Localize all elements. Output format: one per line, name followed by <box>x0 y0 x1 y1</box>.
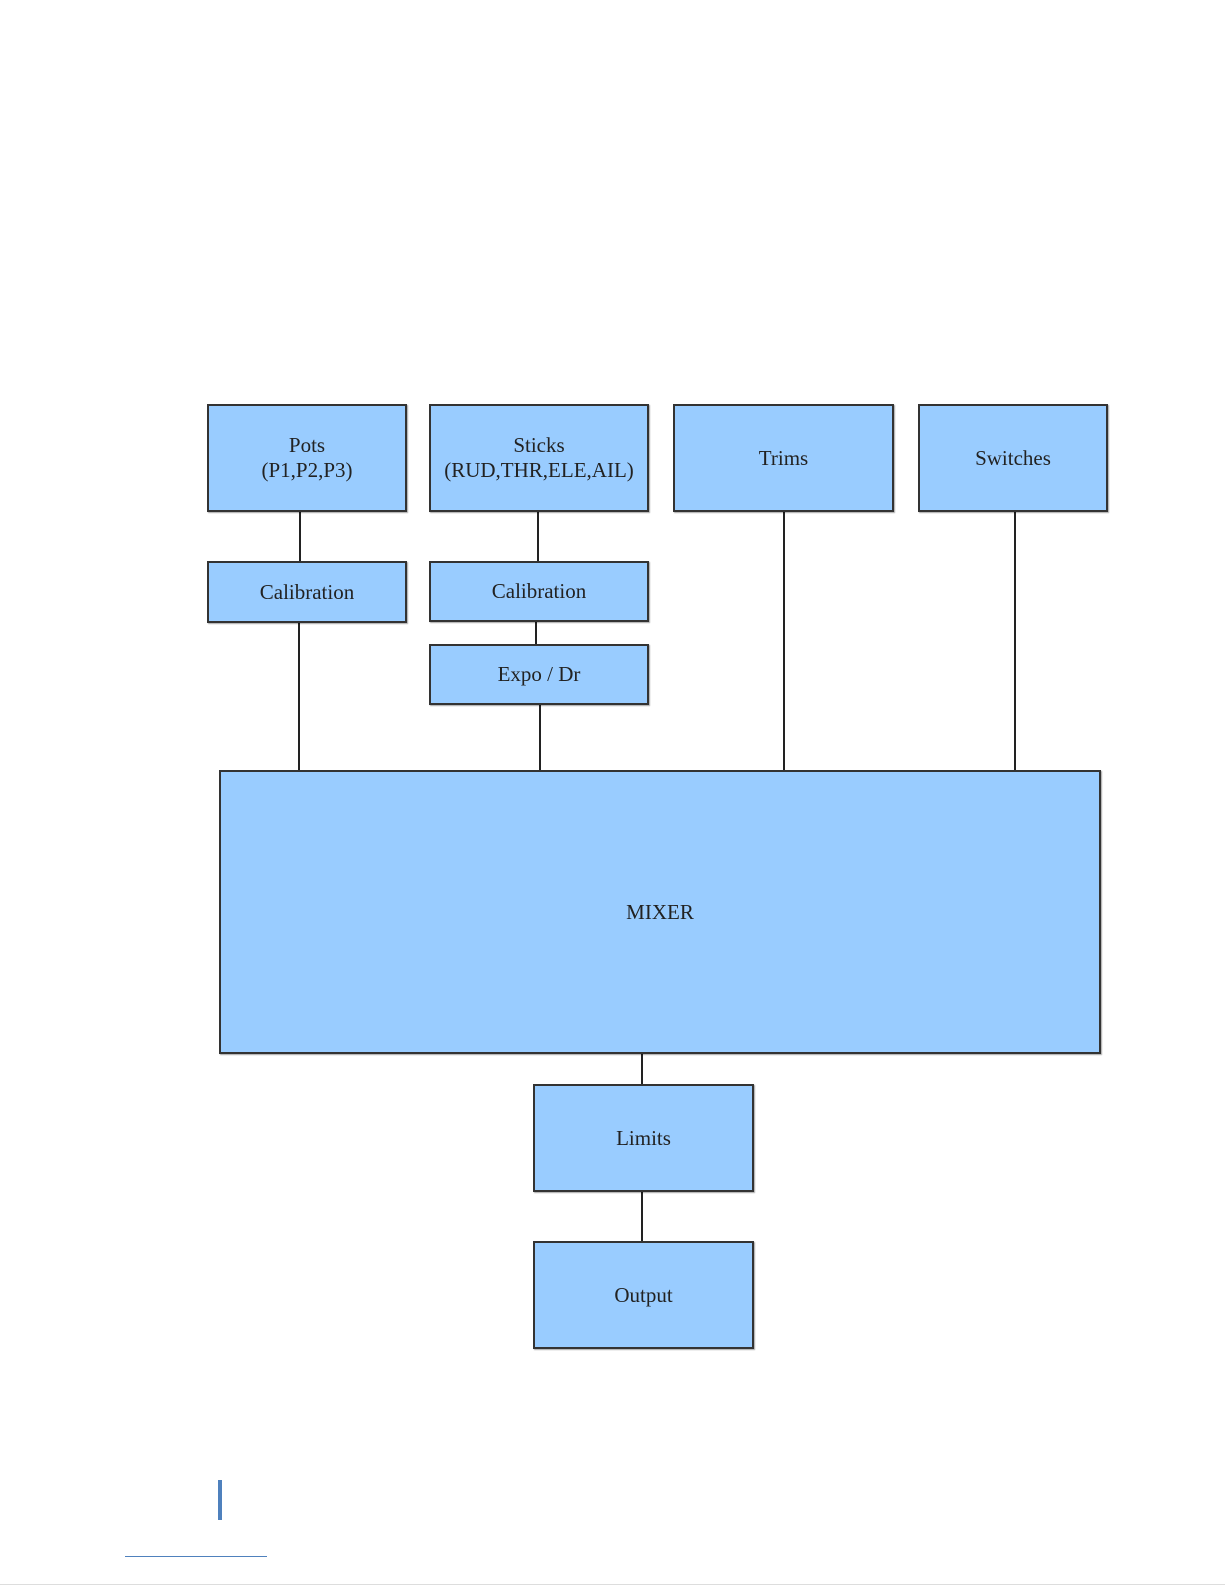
limits-label: Limits <box>616 1126 671 1151</box>
output-label: Output <box>614 1283 672 1308</box>
edge-expo-to-mixer <box>539 703 541 772</box>
sticks-label: Sticks (RUD,THR,ELE,AIL) <box>444 433 634 483</box>
trims-label: Trims <box>759 446 808 471</box>
edge-sticks-calibration-to-expo <box>535 620 537 646</box>
expo-dr-label: Expo / Dr <box>498 662 581 687</box>
edge-sticks-to-calibration <box>537 511 539 563</box>
pots-calibration-node: Calibration <box>207 561 407 623</box>
edge-mixer-to-limits <box>641 1052 643 1086</box>
mixer-label: MIXER <box>626 900 694 925</box>
footer-rule <box>125 1556 267 1557</box>
sticks-node: Sticks (RUD,THR,ELE,AIL) <box>429 404 649 512</box>
expo-dr-node: Expo / Dr <box>429 644 649 705</box>
edge-pots-to-calibration <box>299 511 301 563</box>
sticks-calibration-label: Calibration <box>492 579 586 604</box>
edge-trims-to-mixer <box>783 511 785 772</box>
switches-node: Switches <box>918 404 1108 512</box>
pots-label: Pots (P1,P2,P3) <box>261 433 352 483</box>
mixer-node: MIXER <box>219 770 1101 1054</box>
edge-limits-to-output <box>641 1190 643 1243</box>
pots-node: Pots (P1,P2,P3) <box>207 404 407 512</box>
footer-accent-bar <box>218 1480 222 1520</box>
trims-node: Trims <box>673 404 894 512</box>
pots-calibration-label: Calibration <box>260 580 354 605</box>
output-node: Output <box>533 1241 754 1349</box>
sticks-calibration-node: Calibration <box>429 561 649 622</box>
switches-label: Switches <box>975 446 1051 471</box>
edge-switches-to-mixer <box>1014 511 1016 772</box>
limits-node: Limits <box>533 1084 754 1192</box>
edge-pots-calibration-to-mixer <box>298 621 300 772</box>
